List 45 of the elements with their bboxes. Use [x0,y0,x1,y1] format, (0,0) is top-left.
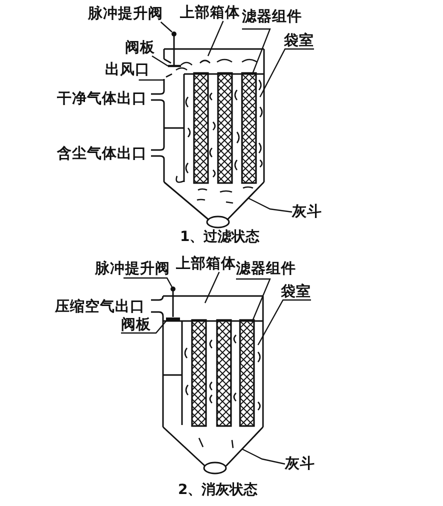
figure-caption: 2、消灰状态 [178,482,258,498]
filter-bag [241,72,257,184]
leader-line [242,448,286,465]
upper-chamber [163,48,265,78]
part-label: 干净气体出口 [57,91,147,107]
leader-line [138,79,164,81]
part-label: 含尘气体出口 [57,146,147,162]
dust-hopper [162,426,264,474]
filter-bag [216,319,232,427]
filter-bag [217,72,233,184]
figure-caption: 1、过滤状态 [180,229,260,245]
part-label: 袋室 [284,33,314,49]
valve-stem [172,32,176,66]
leader-line [242,28,271,76]
bag-chamber [151,72,265,184]
part-label: 滤器组件 [242,9,302,29]
part-label: 脉冲提升阀 [95,261,170,278]
part-label: 上部箱体 [180,5,240,21]
part-label: 灰斗 [285,456,315,472]
valve-stem [170,286,176,317]
part-label: 滤器组件 [236,261,296,279]
leader-line [207,20,224,56]
part-label: 脉冲提升阀 [88,6,163,22]
part-label: 压缩空气出口 [55,299,145,315]
part-label: 灰斗 [292,204,322,220]
leader-line [124,277,173,288]
filter-bag [191,319,207,427]
dust-hopper [164,181,265,228]
leader-line [160,22,172,32]
part-label: 上部箱体 [176,256,236,272]
part-label: 阀板 [125,40,155,56]
bag-chamber [162,319,264,427]
leader-line [257,299,311,346]
leader-line [248,197,292,213]
filter-bag [193,72,209,184]
valve-plate [168,64,181,68]
part-label: 袋室 [281,284,311,300]
leader-line [204,272,220,304]
leader-line [259,48,314,98]
leader-line [121,320,168,334]
filter-bag [239,319,255,427]
part-label: 出风口 [105,62,150,80]
leader-line [152,56,168,66]
leader-line [236,278,271,322]
part-label: 阀板 [121,317,151,333]
